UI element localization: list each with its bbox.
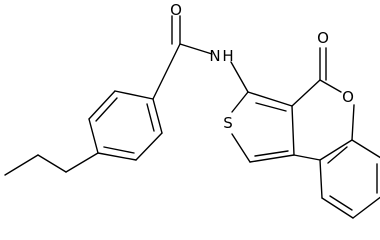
double-bond bbox=[329, 195, 353, 211]
bond bbox=[321, 197, 354, 219]
bond bbox=[319, 139, 353, 161]
atom-label-o-ring: O bbox=[342, 88, 354, 106]
bond bbox=[231, 91, 249, 113]
atom-labels: O N H O S O bbox=[170, 1, 354, 132]
bond bbox=[291, 79, 321, 107]
bond bbox=[88, 118, 99, 154]
bond bbox=[249, 154, 295, 163]
bond bbox=[351, 104, 355, 141]
bond bbox=[247, 91, 293, 107]
atom-label-o-carbonyl: O bbox=[170, 1, 182, 19]
bond bbox=[114, 90, 154, 100]
bond bbox=[97, 152, 137, 161]
bond bbox=[152, 43, 181, 100]
bond bbox=[351, 139, 380, 159]
bond bbox=[291, 105, 295, 156]
bond bbox=[65, 152, 99, 173]
double-bond bbox=[255, 102, 287, 112]
bond bbox=[135, 132, 163, 161]
double-bond bbox=[103, 146, 135, 154]
bond bbox=[88, 90, 116, 120]
benzo-ring bbox=[319, 139, 380, 219]
bond bbox=[352, 196, 380, 219]
bond bbox=[230, 61, 249, 93]
atom-label-o-lactone-carbonyl: O bbox=[317, 29, 329, 47]
bond bbox=[231, 133, 251, 163]
chemical-structure: O N H O S O bbox=[4, 1, 380, 219]
bond bbox=[37, 154, 67, 173]
double-bond bbox=[95, 97, 118, 122]
bond bbox=[179, 43, 213, 55]
bond bbox=[319, 79, 342, 93]
atom-label-n: N bbox=[209, 47, 220, 65]
bond bbox=[293, 154, 321, 161]
benzene-ring bbox=[88, 90, 163, 161]
bond bbox=[152, 98, 163, 134]
bond bbox=[319, 159, 323, 199]
lactone-ring bbox=[291, 47, 355, 161]
double-bond bbox=[146, 103, 155, 132]
double-bond bbox=[254, 150, 289, 157]
thiophene-ring bbox=[231, 91, 295, 163]
atom-label-s: S bbox=[223, 114, 233, 132]
double-bond bbox=[327, 146, 348, 164]
bond bbox=[4, 154, 39, 176]
amide-group bbox=[152, 15, 249, 100]
atom-label-h: H bbox=[222, 47, 233, 65]
propyl-chain bbox=[4, 152, 99, 176]
